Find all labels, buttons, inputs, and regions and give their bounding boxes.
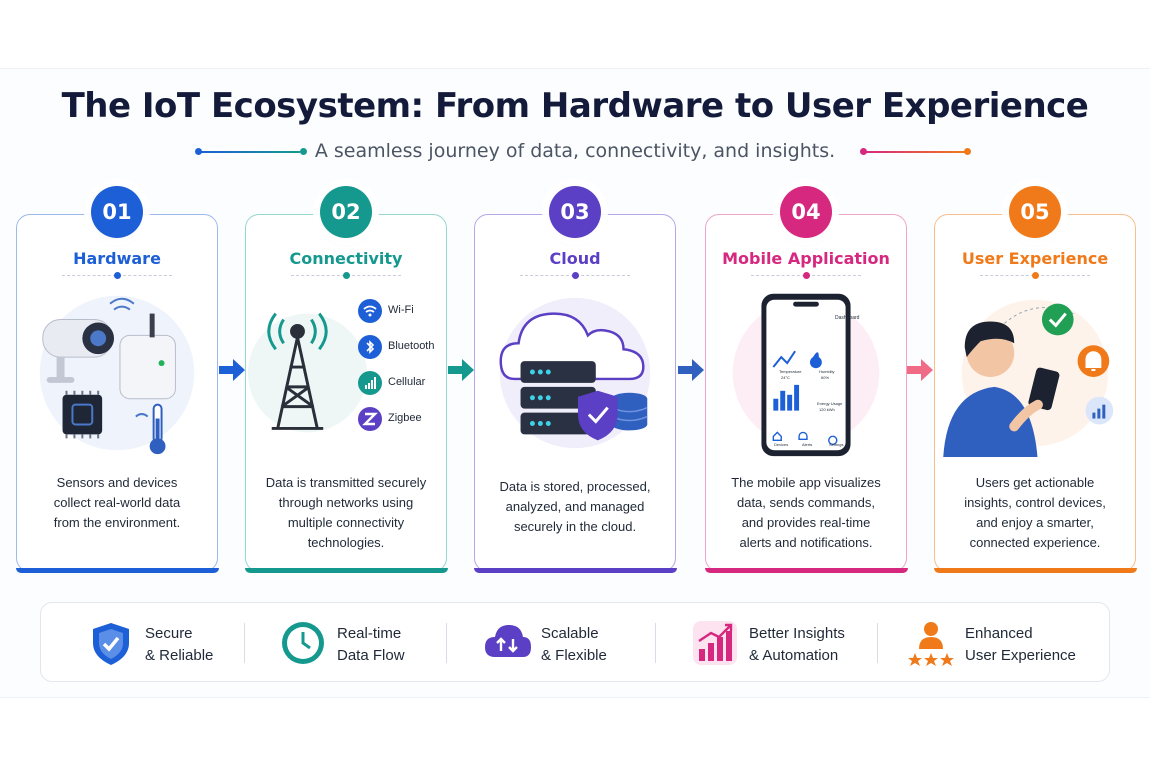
user-stars-icon xyxy=(908,622,954,666)
step-number-badge: 04 xyxy=(780,186,832,238)
step-title: User Experience xyxy=(961,249,1109,268)
step-title: Hardware xyxy=(73,249,161,268)
step-description: Sensors and devices collect real-world d… xyxy=(53,475,181,530)
chart-icon xyxy=(1085,396,1114,425)
decor-line xyxy=(865,151,965,153)
flow-arrow-icon xyxy=(907,359,933,381)
divider xyxy=(655,623,656,663)
shield-icon xyxy=(93,623,129,665)
cloud-sync-icon xyxy=(485,625,531,657)
step-title: Cloud xyxy=(549,249,601,268)
phone-tile-label: Energy Usage xyxy=(817,401,843,406)
cloud-illustration xyxy=(499,297,651,449)
step-number-badge: 03 xyxy=(549,186,601,238)
divider xyxy=(877,623,878,663)
user-with-phone-icon xyxy=(943,321,1060,457)
hardware-illustration xyxy=(39,295,195,455)
flow-arrow-icon xyxy=(678,359,704,381)
zigbee-icon xyxy=(358,407,382,431)
connectivity-illustration xyxy=(247,312,367,433)
security-camera-icon xyxy=(42,319,115,383)
step-description: Data is stored, processed, analyzed, and… xyxy=(499,479,651,534)
decor-dot xyxy=(964,148,971,155)
divider xyxy=(244,623,245,663)
sensor-hub-icon xyxy=(109,297,176,400)
growth-chart-icon xyxy=(693,621,737,665)
bluetooth-icon xyxy=(358,335,382,359)
phone-tile-label: Temperature xyxy=(779,369,802,374)
card-accent-bar xyxy=(704,567,908,573)
step-description: Data is transmitted securely through net… xyxy=(265,475,427,550)
subtitle-row: A seamless journey of data, connectivity… xyxy=(0,140,1150,166)
divider-dot xyxy=(802,272,810,279)
decor-dot xyxy=(195,148,202,155)
subtitle: A seamless journey of data, connectivity… xyxy=(314,140,836,162)
user-experience-illustration xyxy=(943,299,1114,457)
card-accent-bar xyxy=(933,567,1137,573)
mobile-illustration xyxy=(732,293,880,457)
step-title: Mobile Application xyxy=(722,249,890,268)
phone-nav-item: Alerts xyxy=(802,442,813,447)
step-description: Users get actionable insights, control d… xyxy=(964,475,1106,550)
server-icon xyxy=(520,361,596,435)
divider-dot xyxy=(113,272,121,279)
phone-tile-value: 120 kWh xyxy=(819,407,835,412)
step-card-connectivity: Connectivity Wi-Fi Bluetooth xyxy=(244,214,448,573)
cellular-icon xyxy=(358,371,382,395)
phone-tile-label: Humidity xyxy=(819,369,835,374)
step-card-cloud: Cloud Data is stored, processed, analyze… xyxy=(473,214,677,573)
flow-arrow-icon xyxy=(448,359,474,381)
divider-dot xyxy=(1031,272,1039,279)
chip-icon xyxy=(62,390,103,439)
card-accent-bar xyxy=(244,567,448,573)
step-number-badge: 01 xyxy=(91,186,143,238)
step-number-badge: 02 xyxy=(320,186,372,238)
page-title: The IoT Ecosystem: From Hardware to User… xyxy=(61,86,1089,126)
check-icon xyxy=(1041,303,1074,336)
divider-dot xyxy=(571,272,579,279)
step-card-mobile-application: Mobile Application Dashboard Temperature… xyxy=(704,214,908,573)
divider xyxy=(446,623,447,663)
step-number-badge: 05 xyxy=(1009,186,1061,238)
step-description: The mobile app visualizes data, sends co… xyxy=(731,475,881,550)
phone-nav-item: Devices xyxy=(774,442,789,447)
divider-dot xyxy=(342,272,350,279)
thermometer-icon xyxy=(135,403,166,455)
step-card-hardware: Hardware Sensors xyxy=(15,214,219,573)
phone-nav-item: Settings xyxy=(829,442,844,447)
phone-header: Dashboard xyxy=(835,315,860,321)
decor-line xyxy=(200,151,300,153)
clock-icon xyxy=(282,622,324,664)
shield-check-icon xyxy=(577,390,618,441)
card-accent-bar xyxy=(473,567,677,573)
cell-tower-icon xyxy=(267,312,328,430)
flow-arrow-icon xyxy=(219,359,245,381)
database-icon xyxy=(611,392,648,431)
phone-tile-value: 60% xyxy=(821,375,830,380)
step-card-user-experience: User Experience Users get actionable ins… xyxy=(933,214,1137,573)
card-accent-bar xyxy=(15,567,219,573)
bell-icon xyxy=(1077,345,1110,377)
decor-dot xyxy=(300,148,307,155)
step-title: Connectivity xyxy=(289,249,403,268)
phone-tile-value: 24°C xyxy=(781,375,790,380)
decor-dot xyxy=(860,148,867,155)
wifi-icon xyxy=(358,299,382,323)
